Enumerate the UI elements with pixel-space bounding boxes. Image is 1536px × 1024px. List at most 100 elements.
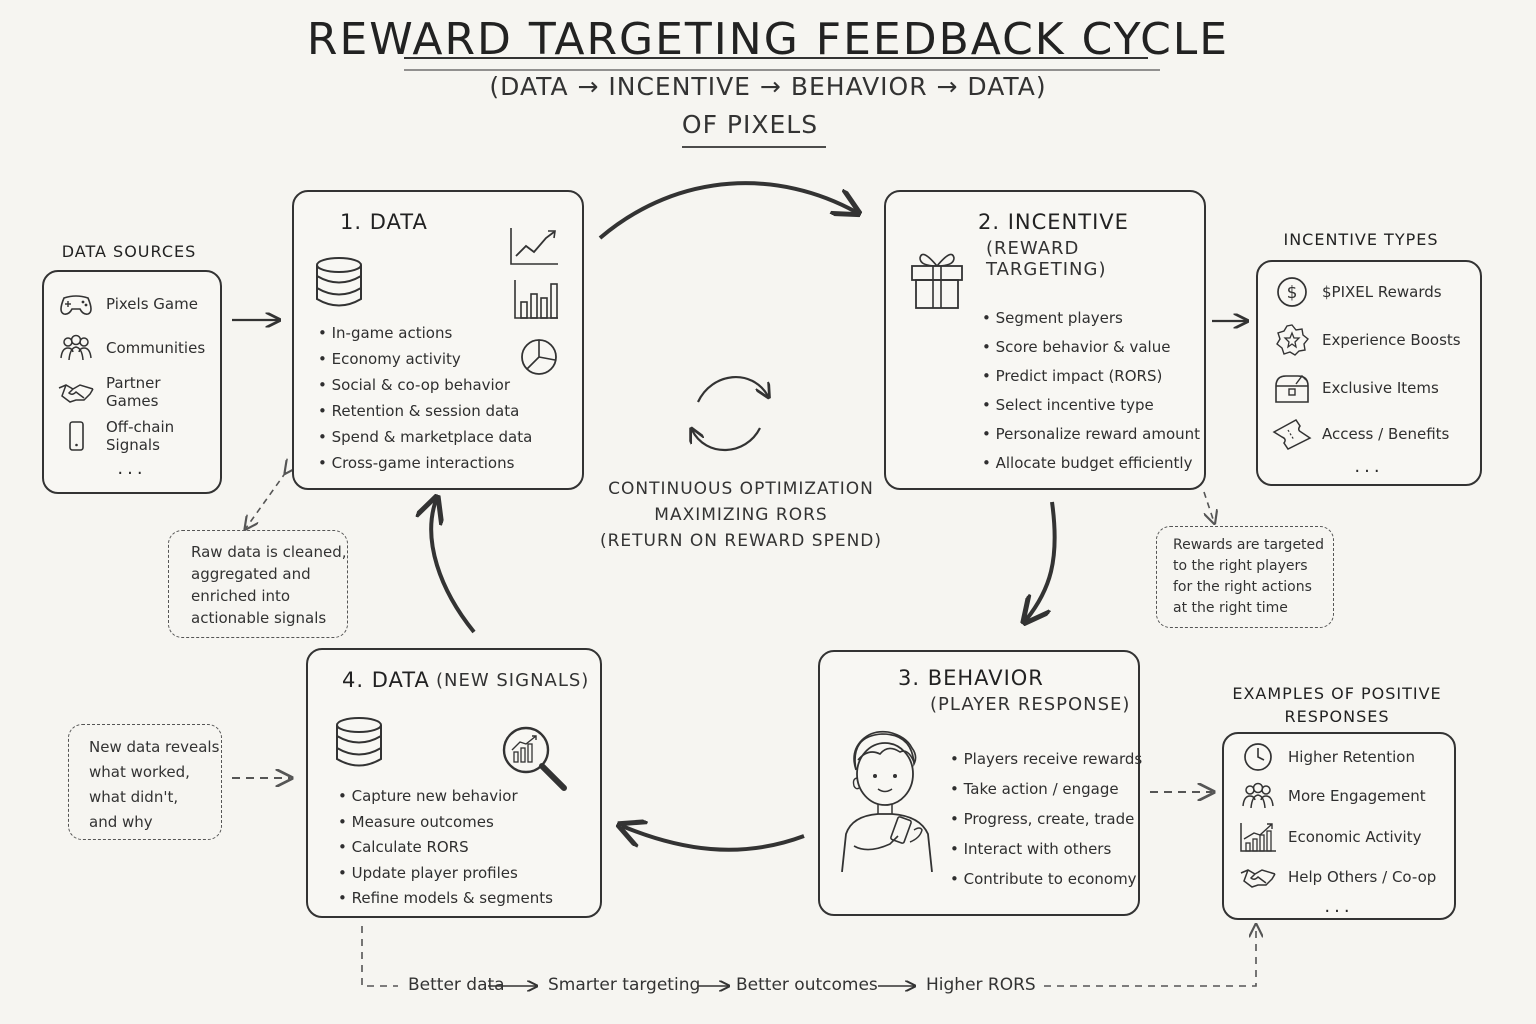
people-icon [60,334,92,361]
stage-4-item: Calculate RORS [338,835,553,861]
source-label: Off-chain Signals [106,418,175,454]
stage-2-item: Personalize reward amount [982,420,1200,449]
diagram-title: REWARD TARGETING FEEDBACK CYCLE [306,14,1230,65]
stage-2-item: Segment players [982,304,1200,333]
stage-1-item: Cross-game interactions [318,450,532,476]
stage-2-subtitle: (REWARD TARGETING) [986,238,1107,280]
response-label: More Engagement [1288,787,1426,805]
svg-text:$: $ [1287,283,1298,303]
people-icon [1242,782,1274,809]
data-sources-title: DATA SOURCES [61,242,197,261]
response-item-higher-retention: Higher Retention [1238,738,1440,776]
stage-2-title: 2. INCENTIVE [978,210,1129,234]
note-line: and why [89,813,153,831]
source-label: Pixels Game [106,295,198,313]
stage-2-list: Segment players Score behavior & value P… [982,304,1200,478]
stage-1-item: In-game actions [318,320,532,346]
bottom-flow-smarter-targeting: Smarter targeting [548,975,701,995]
stage-1-list: In-game actions Economy activity Social … [318,320,533,476]
bottom-flow-better-data: Better data [408,975,505,995]
bottom-loop-right [1044,926,1256,987]
responses-more-dots: ... [1324,896,1354,917]
positive-responses-title-line-2: RESPONSES [1284,707,1390,726]
stage-3-list: Players receive rewards Take action / en… [950,744,1143,894]
bottom-loop-left [361,926,398,987]
ticket-icon [1272,419,1312,450]
incentive-type-exclusive-items: Exclusive Items [1272,364,1466,412]
bar-chart-icon [514,280,558,319]
stage-4-item: Capture new behavior [338,784,553,810]
clock-icon [1244,743,1272,771]
gamepad-icon [60,295,92,315]
incentive-type-experience-boosts: Experience Boosts [1272,316,1466,364]
stage-2-item: Allocate budget efficiently [982,449,1200,478]
stage-2-incentive-box: 2. INCENTIVE (REWARD TARGETING) Segment … [884,190,1206,490]
database-icon [316,257,362,307]
stage-3-item: Take action / engage [950,774,1142,804]
database-icon [336,717,382,767]
note-line: Raw data is cleaned, [191,543,347,561]
note-line: for the right actions [1173,579,1312,595]
stage-3-behavior-box: 3. BEHAVIOR (PLAYER RESPONSE) Players re… [818,650,1143,916]
center-line-3: (RETURN ON REWARD SPEND) [599,531,883,551]
source-item-communities: Communities [56,326,208,370]
response-label: Help Others / Co-op [1288,868,1437,886]
source-item-pixels-game: Pixels Game [56,282,208,326]
stage-2-item: Score behavior & value [982,333,1200,362]
stage-3-item: Progress, create, trade [950,804,1142,834]
source-more-dots: ... [117,458,147,479]
incentive-types-box: $ $PIXEL Rewards Experience Boosts Exclu… [1256,260,1482,486]
handshake-icon [1240,869,1276,888]
center-line-2: MAXIMIZING RORS [654,505,828,525]
note-line: what didn't, [89,788,179,806]
growth-chart-icon [1240,823,1276,852]
stage-4-item: Refine models & segments [338,886,553,912]
stage-4-new-data-box: 4. DATA (NEW SIGNALS) Capture new behavi… [306,648,602,918]
stage-3-item: Contribute to economy [950,864,1142,894]
arrow-newdata-to-data [431,500,476,634]
arrow-behavior-to-newdata [622,826,805,852]
stage-1-data-box: 1. DATA In-game actions Economy activity… [292,190,584,490]
positive-responses-box: Higher Retention More Engagement Economi… [1222,732,1456,920]
note-line: to the right players [1173,558,1308,574]
bottom-flow-higher-rors: Higher RORS [926,975,1036,995]
stage-1-item: Retention & session data [318,398,532,424]
stage-1-item: Social & co-op behavior [318,372,532,398]
phone-icon [69,421,84,451]
incentive-type-pixel-rewards: $ $PIXEL Rewards [1272,268,1466,316]
incentive-type-label: Exclusive Items [1322,379,1439,397]
connector-rewards-note [1203,491,1214,522]
note-line: Rewards are targeted [1173,537,1325,553]
stage-1-title: 1. DATA [340,210,428,234]
diagram-subtitle: (DATA → INCENTIVE → BEHAVIOR → DATA) [489,72,1047,101]
diagram-subtitle-pixels: OF PIXELS [681,110,819,139]
response-label: Economic Activity [1288,828,1422,846]
note-new-data: New data reveals what worked, what didn'… [68,724,222,840]
center-line-1: CONTINUOUS OPTIMIZATION [608,479,874,499]
response-item-more-engagement: More Engagement [1238,776,1440,816]
stage-3-item: Players receive rewards [950,744,1143,774]
stage-4-subtitle: (NEW SIGNALS) [436,670,590,691]
incentive-types-title: INCENTIVE TYPES [1283,230,1439,249]
response-item-help-others: Help Others / Co-op [1238,858,1440,896]
source-label: Partner Games [106,374,161,410]
cycle-arrow-bottom [692,428,761,452]
player-illustration [841,730,933,872]
source-label: Communities [106,339,206,357]
stage-4-item: Update player profiles [338,861,553,887]
stage-4-title: 4. DATA [342,668,430,692]
stage-1-item: Economy activity [318,346,532,372]
stage-4-item: Measure outcomes [338,810,553,836]
note-raw-data: Raw data is cleaned, aggregated and enri… [168,530,348,638]
center-optimization-text: CONTINUOUS OPTIMIZATION MAXIMIZING RORS … [596,476,886,554]
magnifier-chart-icon [502,726,567,791]
stage-1-item: Spend & marketplace data [318,424,533,450]
cycle-arrow-top [697,375,768,403]
incentive-type-label: Access / Benefits [1322,425,1450,443]
connector-raw-data-note [246,472,286,528]
note-line: New data reveals [89,738,220,756]
incentive-type-access-benefits: Access / Benefits [1272,412,1466,456]
note-line: actionable signals [191,609,327,627]
note-line: aggregated and [191,565,311,583]
